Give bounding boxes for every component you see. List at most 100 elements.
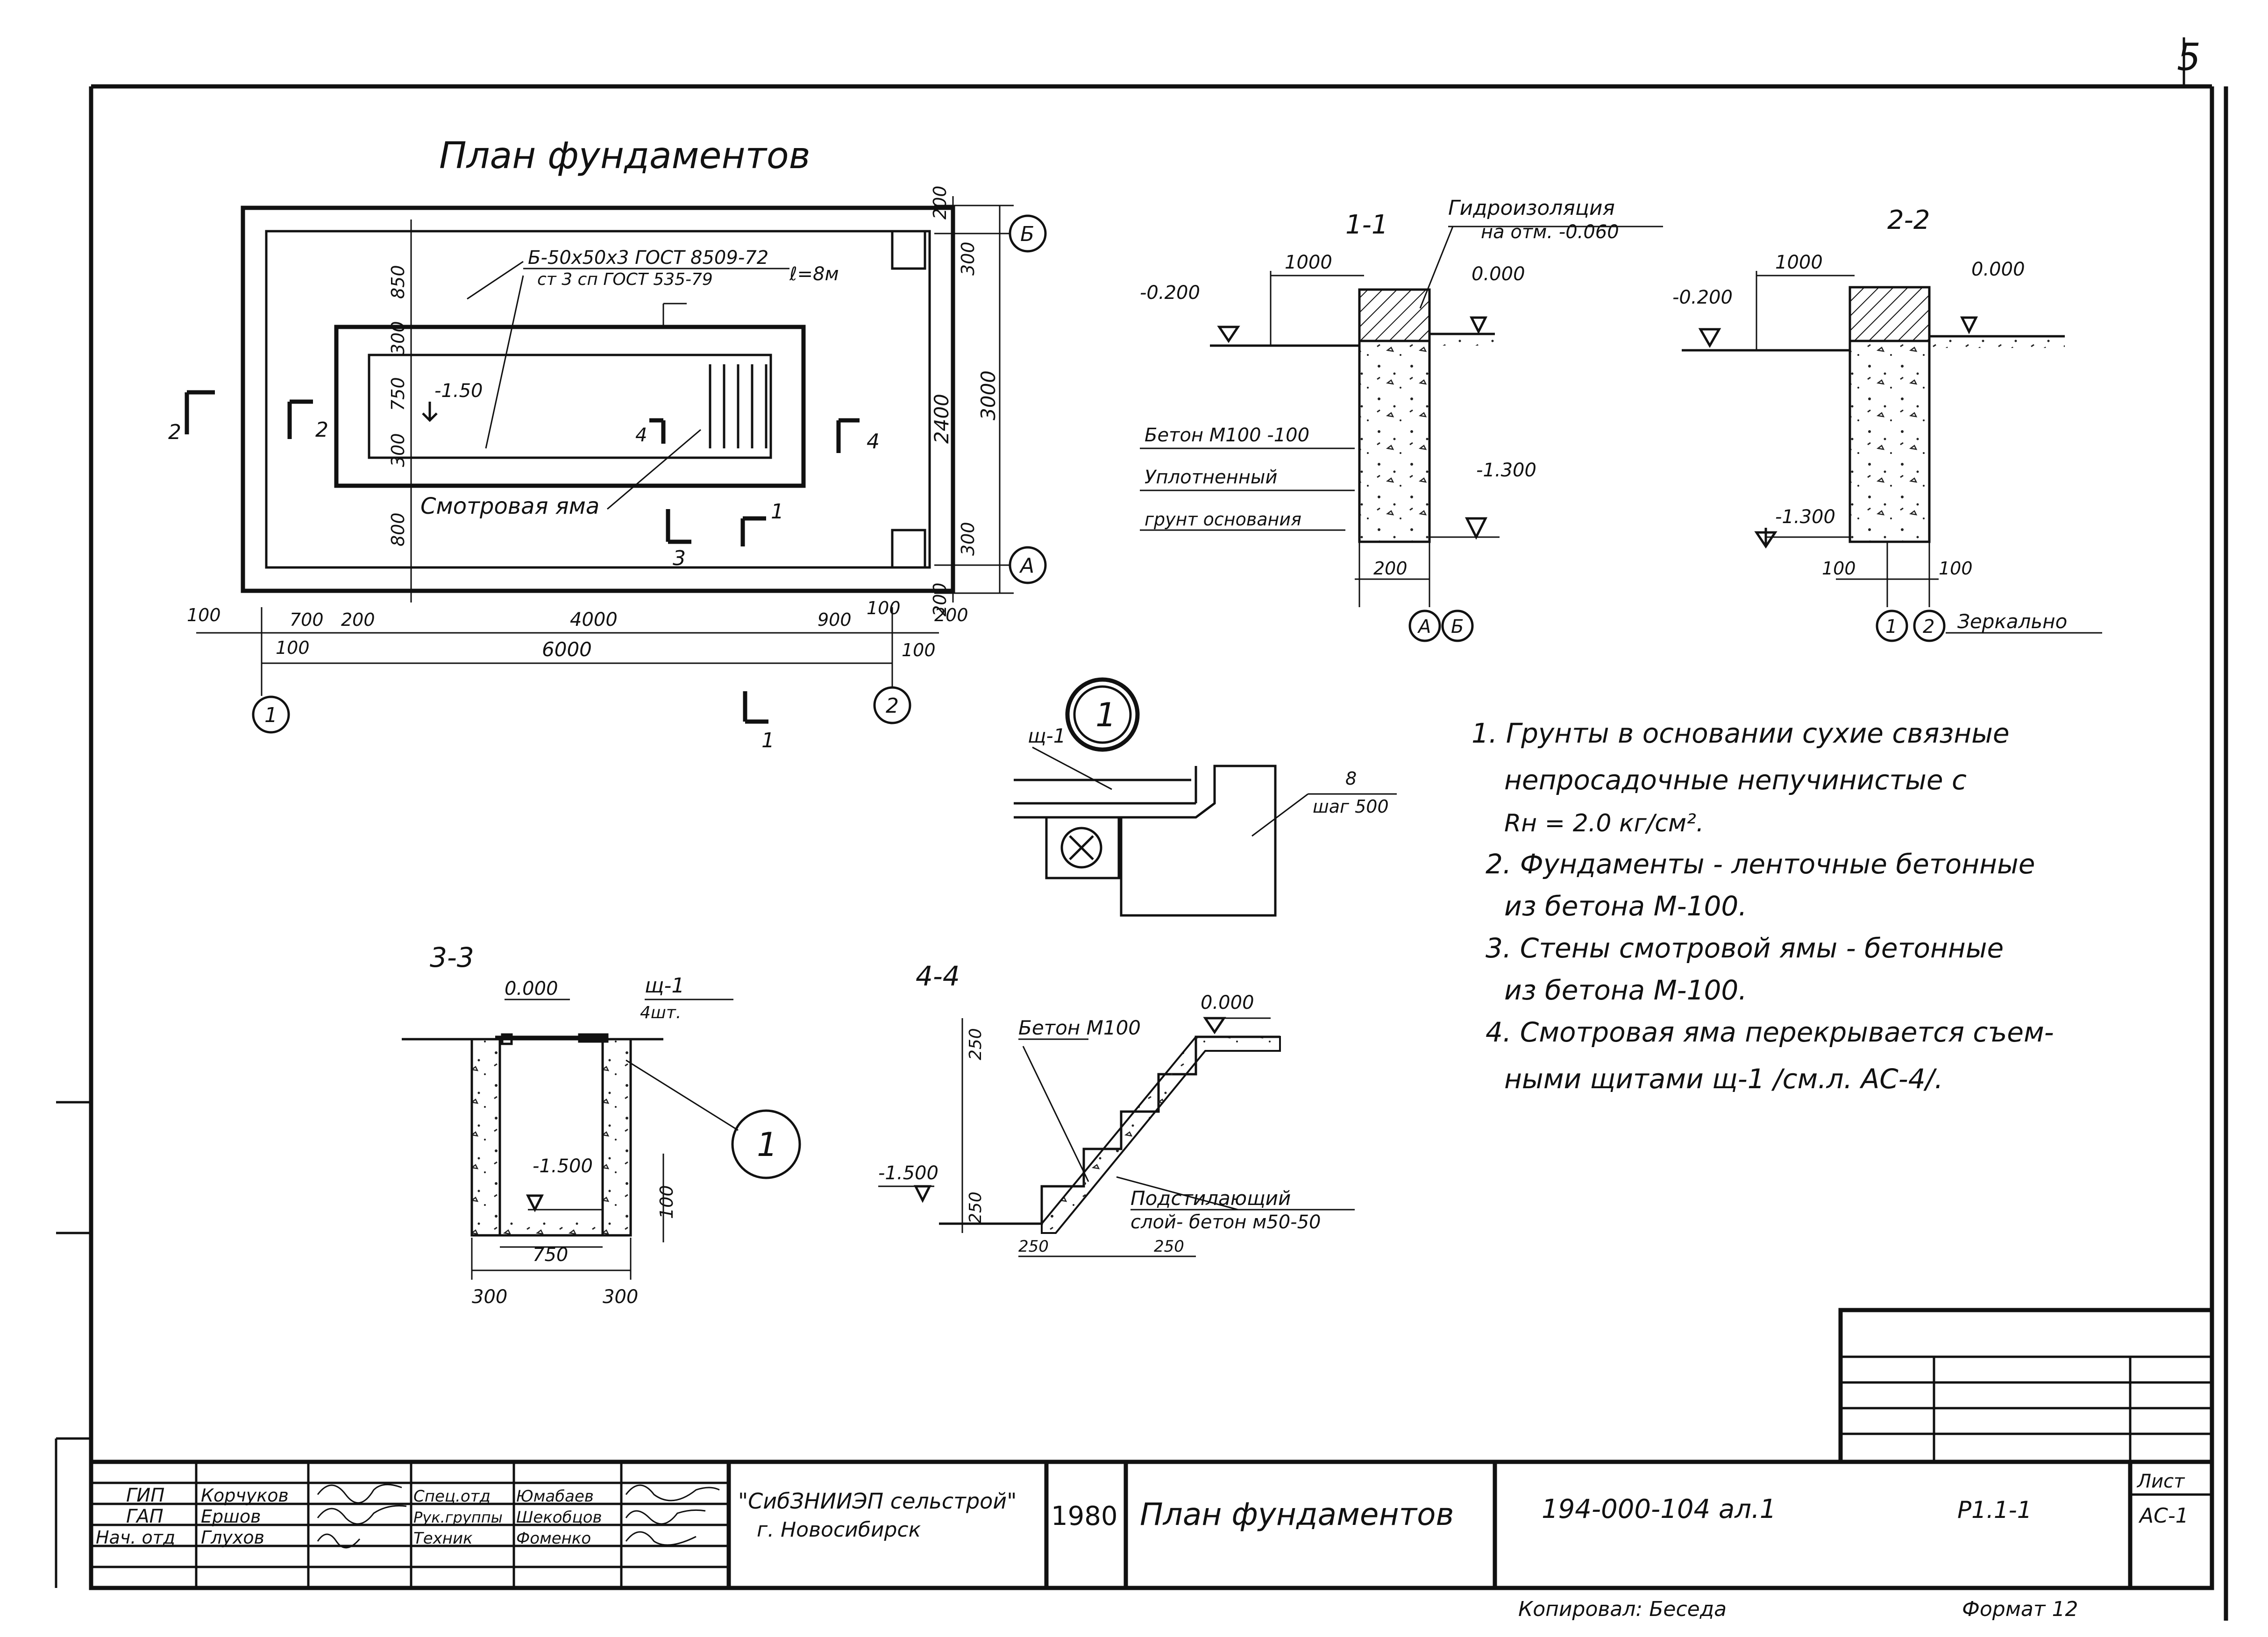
section-4-4 [878, 1017, 1355, 1257]
sec33-panel-label: щ-1 [645, 974, 684, 998]
note-line-8: 4. Смотровая яма перекрывается съем- [1486, 1016, 2054, 1048]
tb-revision: Р1.1-1 [1957, 1496, 2032, 1524]
sec44-underlay-line1: Подстилающий [1130, 1187, 1291, 1210]
tb-role-3: Нач. отд [96, 1527, 175, 1548]
inspection-pit [334, 325, 806, 488]
sec33-dim-right: 300 [603, 1286, 638, 1308]
sec11-axis-b: Б [1451, 616, 1464, 638]
sec33-dim-side: 100 [656, 1185, 677, 1219]
dim-bottom-900: 900 [818, 609, 852, 630]
section-mark-4-right: 4 [867, 430, 880, 454]
dim-right-300a: 300 [958, 241, 978, 276]
dim-bottom-6000: 6000 [542, 638, 592, 661]
dim-right-300b: 300 [958, 522, 978, 556]
axis-b-bubble [1009, 214, 1047, 253]
section-1-1-title: 1-1 [1345, 210, 1388, 240]
beam-note-line2: ст 3 сп ГОСТ 535-79 [537, 270, 713, 289]
sec11-dim-bottom: 200 [1373, 558, 1408, 579]
pit-label: Смотровая яма [420, 493, 599, 519]
section-3-3 [402, 999, 801, 1280]
plan-right-dims: 200 300 2400 3000 300 200 [930, 185, 1000, 617]
dim-left-750: 750 [388, 377, 408, 411]
sec33-dim-inner: 750 [533, 1244, 568, 1266]
dim-left-800: 800 [388, 512, 408, 546]
dim-bottom-200a: 200 [341, 609, 375, 630]
section-mark-1-bottom: 1 [761, 729, 775, 752]
note-line-1: 1. Грунты в основании сухие связные [1472, 717, 2010, 749]
dim-bottom-100c: 100 [276, 638, 310, 658]
axis-1-bubble [252, 695, 290, 734]
dim-left-300b: 300 [388, 433, 408, 467]
sec22-axis-2: 2 [1923, 616, 1934, 638]
sec33-level-top: 0.000 [505, 978, 558, 999]
dim-bottom-100d: 100 [902, 640, 936, 660]
axis-2-label: 2 [886, 694, 899, 718]
sec22-axis-1: 1 [1885, 616, 1897, 638]
dim-bottom-100a: 100 [187, 605, 221, 625]
tb-name-3: Глухов [201, 1527, 264, 1548]
format-label: Формат 12 [1962, 1597, 2078, 1621]
axis-1-label: 1 [264, 703, 277, 727]
signatures [317, 1484, 720, 1549]
tb-role2-1: Спец.отд [413, 1487, 491, 1506]
waterproofing-line1: Гидроизоляция [1448, 196, 1615, 220]
plan-section-marks: 2 2 4 4 3 1 1 [168, 390, 880, 752]
tb-role2-3: Техник [413, 1529, 473, 1548]
tb-org-line2: г. Новосибирск [757, 1518, 921, 1542]
section-4-4-title: 4-4 [916, 960, 960, 992]
dim-right-3000: 3000 [977, 370, 1000, 420]
axis-b-label: Б [1020, 222, 1034, 246]
dim-right-200a: 200 [930, 185, 950, 220]
waterproofing-line2: на отм. -0.060 [1481, 221, 1619, 243]
sec22-dim-left: 100 [1822, 558, 1856, 579]
sec22-level-right: 0.000 [1971, 259, 2025, 280]
pit-steps [709, 364, 768, 448]
note-line-3: Rн = 2.0 кг/см². [1504, 809, 1704, 837]
tb-drawing-name: План фундаментов [1140, 1496, 1454, 1532]
detail1-number: 1 [1095, 696, 1116, 734]
section-mark-2-left: 2 [168, 420, 181, 444]
sec11-level-bottom: -1.300 [1476, 460, 1536, 481]
sec11-axis-a: А [1417, 616, 1431, 638]
beam-note-length: ℓ=8м [789, 263, 839, 285]
tb-sheet-code: АС-1 [2138, 1504, 2189, 1528]
note-line-2: непросадочные непучинистые с [1504, 764, 1967, 796]
sec44-dim-riser: 250 [966, 1028, 985, 1060]
note-line-6: 3. Стены смотровой ямы - бетонные [1486, 932, 2004, 964]
plan-axes [252, 214, 1047, 734]
sec33-callout: 1 [757, 1126, 778, 1164]
dim-right-2400: 2400 [930, 394, 953, 444]
sec44-dim-tread-left: 250 [1018, 1237, 1049, 1256]
tb-name2-1: Юмабаев [516, 1487, 594, 1506]
detail1-rebar-step: шаг 500 [1313, 796, 1389, 817]
tb-name-2: Ершов [201, 1506, 261, 1527]
section-2-2 [1682, 271, 2102, 642]
section-mark-2-right: 2 [315, 418, 328, 442]
tb-name2-2: Шекобцов [516, 1508, 602, 1527]
note-line-9: ными щитами щ-1 /см.л. АС-4/. [1504, 1063, 1943, 1095]
axis-a-label: А [1019, 554, 1034, 578]
note-line-7: из бетона М-100. [1504, 974, 1747, 1006]
detail1-rebar-label: 8 [1345, 768, 1357, 789]
tb-role2-2: Рук.группы [413, 1509, 503, 1526]
sec11-dim-top: 1000 [1285, 252, 1332, 273]
tb-name-1: Корчуков [201, 1485, 289, 1506]
sec33-level-bottom: -1.500 [533, 1155, 593, 1177]
sec11-level-right: 0.000 [1472, 263, 1525, 285]
page-number: 5 [2177, 35, 2201, 79]
detail-1 [1014, 677, 1397, 917]
dim-right-200b: 200 [930, 582, 950, 617]
section-mark-4-pit: 4 [635, 425, 647, 446]
axis-2-bubble [873, 686, 911, 724]
sec22-dim-top: 1000 [1775, 252, 1823, 273]
sec11-level-left: -0.200 [1140, 282, 1200, 304]
tb-name2-3: Фоменко [516, 1529, 591, 1548]
general-notes: 1. Грунты в основании сухие связные непр… [1472, 717, 2054, 1095]
tb-sheet-label: Лист [2136, 1471, 2185, 1492]
sec44-dim-tread-right: 250 [1154, 1237, 1184, 1256]
section-1-1 [1140, 226, 1663, 642]
sec22-level-bottom: -1.300 [1775, 506, 1835, 528]
tb-doc-code: 194-000-104 ал.1 [1542, 1494, 1776, 1524]
